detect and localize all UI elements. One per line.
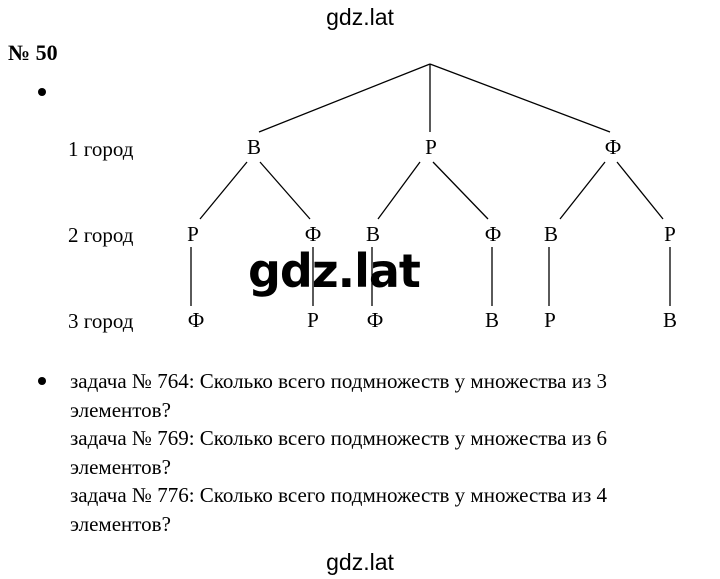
task-line-2: элементов? <box>70 397 171 422</box>
task-list: задача № 764: Сколько всего подмножеств … <box>70 367 690 538</box>
task-line-4: элементов? <box>70 454 171 479</box>
edge-1-2c <box>377 161 421 220</box>
node-l2-1: Р <box>187 222 199 246</box>
edge-root-1 <box>258 63 431 133</box>
bullet-tasks <box>38 377 46 385</box>
node-l3-5: Р <box>544 308 556 332</box>
watermark-bottom: gdz.lat <box>326 549 394 575</box>
watermark-center: gdz.lat <box>248 244 421 298</box>
node-l3-4: В <box>484 308 500 332</box>
edge-1-2d <box>432 161 489 220</box>
node-l1-1: В <box>246 135 262 159</box>
level-label-3: 3 город <box>68 309 134 333</box>
task-line-6: элементов? <box>70 511 171 536</box>
node-l3-2: Р <box>307 308 319 332</box>
edge-1-2f <box>616 161 664 220</box>
task-line-5: задача № 776: Сколько всего подмножеств … <box>70 483 608 507</box>
node-l3-6: В <box>662 308 678 332</box>
task-line-3: задача № 769: Сколько всего подмножеств … <box>70 426 608 450</box>
level-label-1: 1 город <box>68 137 134 161</box>
task-line-1: задача № 764: Сколько всего подмножеств … <box>70 369 608 393</box>
edge-1-2a <box>199 161 248 220</box>
node-l1-3: Ф <box>604 135 622 159</box>
node-l2-4: Ф <box>484 222 502 246</box>
node-l2-2: Ф <box>304 222 322 246</box>
edge-root-3 <box>429 63 611 133</box>
level-label-2: 2 город <box>68 223 134 247</box>
node-l1-2: Р <box>425 135 437 159</box>
node-l2-3: В <box>365 222 381 246</box>
node-l2-5: В <box>543 222 559 246</box>
task-number: № 50 <box>8 40 58 65</box>
node-l3-1: Ф <box>187 308 205 332</box>
watermark-top: gdz.lat <box>326 4 394 30</box>
edge-1-2e <box>559 161 606 220</box>
edge-1-2b <box>259 161 311 220</box>
node-l2-6: Р <box>664 222 676 246</box>
tree-lines <box>190 63 671 306</box>
node-l3-3: Ф <box>366 308 384 332</box>
bullet-tree <box>38 88 46 96</box>
